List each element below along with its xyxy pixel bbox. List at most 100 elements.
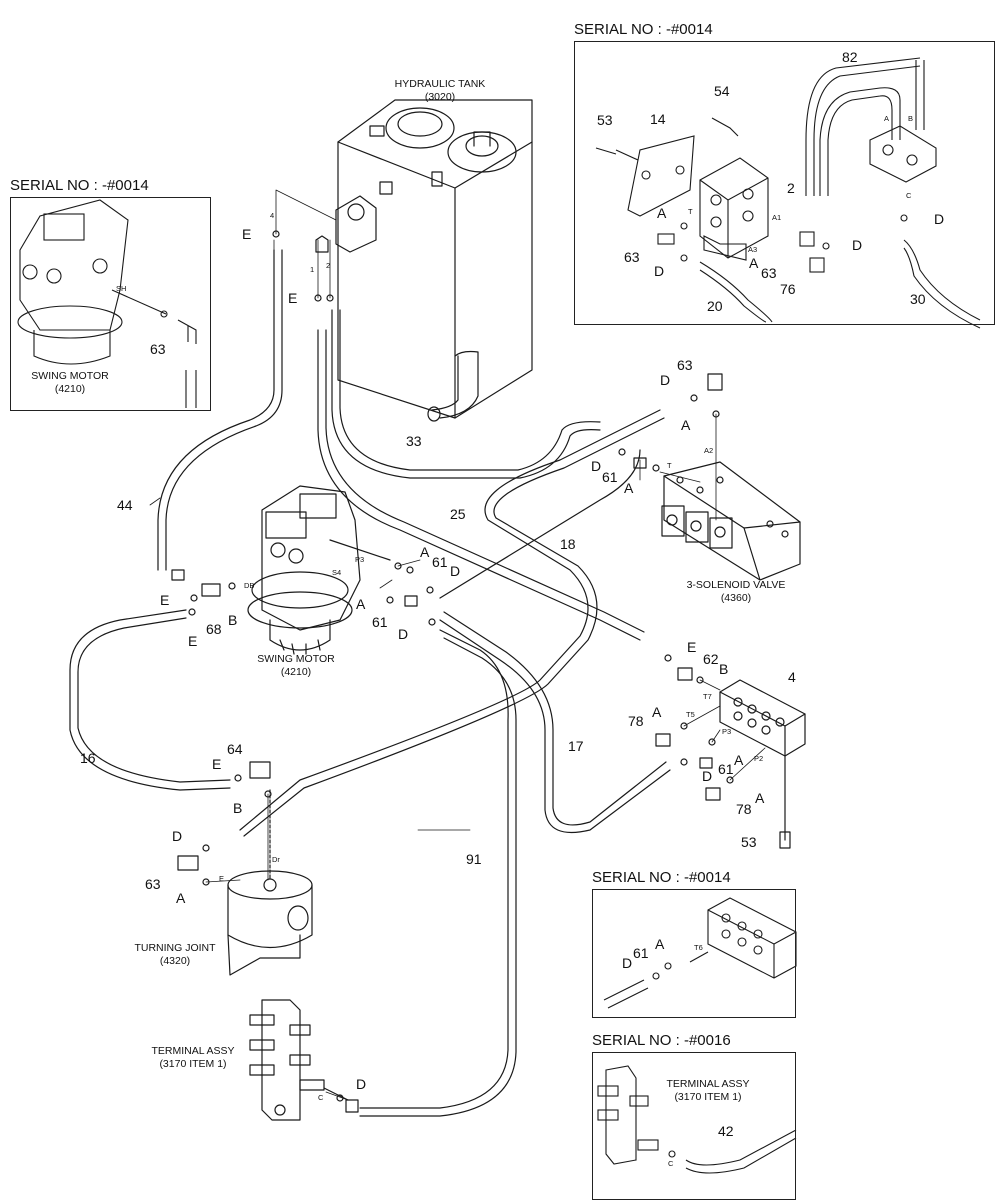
hose-91 [359, 629, 517, 1117]
inset-bottom-right-drawing [597, 1065, 797, 1174]
terminal-assy-inset-name: TERMINAL ASSY [666, 1078, 750, 1090]
port-c-inset: C [906, 191, 912, 200]
terminal-assy-main-label: TERMINAL ASSY (3170 ITEM 1) [151, 1045, 234, 1071]
hose-connection-motor-solenoid [439, 449, 641, 599]
callout-61-motor-2: 61 [372, 614, 388, 630]
callout-61-valve: 61 [602, 469, 618, 485]
callout-D-block: D [702, 768, 713, 784]
callout-14: 14 [650, 111, 666, 127]
callout-62: 62 [703, 651, 719, 667]
inset-frame-mid-right [592, 889, 796, 1018]
turning-joint-code: (4320) [159, 955, 191, 968]
port-e-tj: E [219, 874, 225, 883]
callout-25: 25 [450, 506, 466, 522]
callout-D-inset-mid: D [622, 955, 633, 971]
turning-joint-drawing [227, 789, 313, 976]
inset-frame-top-left [10, 197, 211, 411]
hydraulic-tank-code: (3020) [424, 91, 456, 104]
port-p3-motor: P3 [355, 555, 365, 564]
turning-joint-name: TURNING JOINT [134, 942, 216, 954]
terminal-assy-main-name: TERMINAL ASSY [151, 1045, 235, 1057]
inset-frame-top-right [574, 41, 995, 325]
inset-top-left-drawing [17, 199, 197, 408]
callout-B-block: B [719, 661, 729, 677]
inset-top-right-drawing [595, 57, 981, 329]
port-a3-inset: A3 [748, 245, 758, 254]
callout-E-tank-2: E [288, 290, 298, 306]
callout-30: 30 [910, 291, 926, 307]
port-p2-block: P2 [754, 754, 764, 763]
callout-B-tj: B [233, 800, 243, 816]
port-p3-block: P3 [722, 727, 732, 736]
callout-63-inset-1: 63 [624, 249, 640, 265]
port-s4-motor: S4 [332, 568, 342, 577]
port-b-inset: B [908, 114, 914, 123]
swing-motor-inset-name: SWING MOTOR [31, 370, 109, 382]
hydraulic-tank-label: HYDRAULIC TANK (3020) [395, 78, 486, 104]
port-1-tank: 1 [310, 265, 315, 274]
port-t6-inset: T6 [694, 943, 703, 952]
callout-E-tj: E [212, 756, 222, 772]
callout-16: 16 [80, 750, 96, 766]
callout-63-inset-left: 63 [150, 341, 166, 357]
port-a2-valve: A2 [704, 446, 714, 455]
solenoid-valve-name: 3-SOLENOID VALVE [686, 579, 786, 591]
port-a-inset: A [884, 114, 890, 123]
callout-91: 91 [466, 851, 482, 867]
callout-D-inset-1: D [654, 263, 665, 279]
callout-54: 54 [714, 83, 730, 99]
callout-4: 4 [788, 669, 796, 685]
callout-68: 68 [206, 621, 222, 637]
hose-44 [157, 249, 283, 571]
callout-42: 42 [718, 1123, 734, 1139]
inset-mid-right-drawing [603, 897, 797, 1009]
port-c-terminal: C [318, 1093, 324, 1102]
hose-17 [439, 611, 671, 834]
callout-61-inset-mid: 61 [633, 945, 649, 961]
callout-D-terminal: D [356, 1076, 367, 1092]
callout-61-block: 61 [718, 761, 734, 777]
port-a1-inset: A1 [772, 213, 782, 222]
callout-D-inset-3: D [934, 211, 945, 227]
serial-label-mid-right: SERIAL NO : -#0014 [592, 869, 731, 886]
callout-A-inset-1: A [657, 205, 667, 221]
port-c-terminal-inset: C [668, 1159, 674, 1168]
callout-17: 17 [568, 738, 584, 754]
callout-A-valve-2: A [624, 480, 634, 496]
callout-78-2: 78 [736, 801, 752, 817]
callout-E-tank-1: E [242, 226, 252, 242]
terminal-assy-main-code: (3170 ITEM 1) [159, 1058, 227, 1071]
callout-53-inset: 53 [597, 112, 613, 128]
port-2-tank: 2 [326, 261, 331, 270]
turning-joint-label: TURNING JOINT (4320) [134, 942, 215, 968]
callout-B-motor: B [228, 612, 238, 628]
callout-63-valve: 63 [677, 357, 693, 373]
swing-motor-inset-label: SWING MOTOR (4210) [31, 370, 108, 396]
serial-label-top-left: SERIAL NO : -#0014 [10, 177, 149, 194]
callout-E-motor-1: E [160, 592, 170, 608]
callout-33: 33 [406, 433, 422, 449]
hydraulic-tank-drawing [315, 99, 533, 422]
port-sh: SH [116, 284, 127, 293]
callout-64: 64 [227, 741, 243, 757]
terminal-assy-inset-label: TERMINAL ASSY (3170 ITEM 1) [666, 1078, 749, 1104]
callout-D-valve-2: D [591, 458, 602, 474]
callout-A-block-1: A [652, 704, 662, 720]
callout-A-inset-2: A [749, 255, 759, 271]
callout-63-inset-2: 63 [761, 265, 777, 281]
callout-82: 82 [842, 49, 858, 65]
hose-33 [331, 309, 601, 479]
hose-16 [69, 609, 231, 791]
leader-lines [149, 189, 766, 1101]
solenoid-valve-drawing [661, 461, 801, 581]
callout-78-1: 78 [628, 713, 644, 729]
terminal-assy-main-drawing [249, 999, 349, 1121]
callout-A-tj: A [176, 890, 186, 906]
callout-A-valve-1: A [681, 417, 691, 433]
port-t-inset: T [688, 207, 693, 216]
port-t-valve: T [667, 461, 672, 470]
callout-D-inset-2: D [852, 237, 863, 253]
swing-motor-main-drawing [247, 485, 391, 655]
serial-label-top-right: SERIAL NO : -#0014 [574, 21, 713, 38]
